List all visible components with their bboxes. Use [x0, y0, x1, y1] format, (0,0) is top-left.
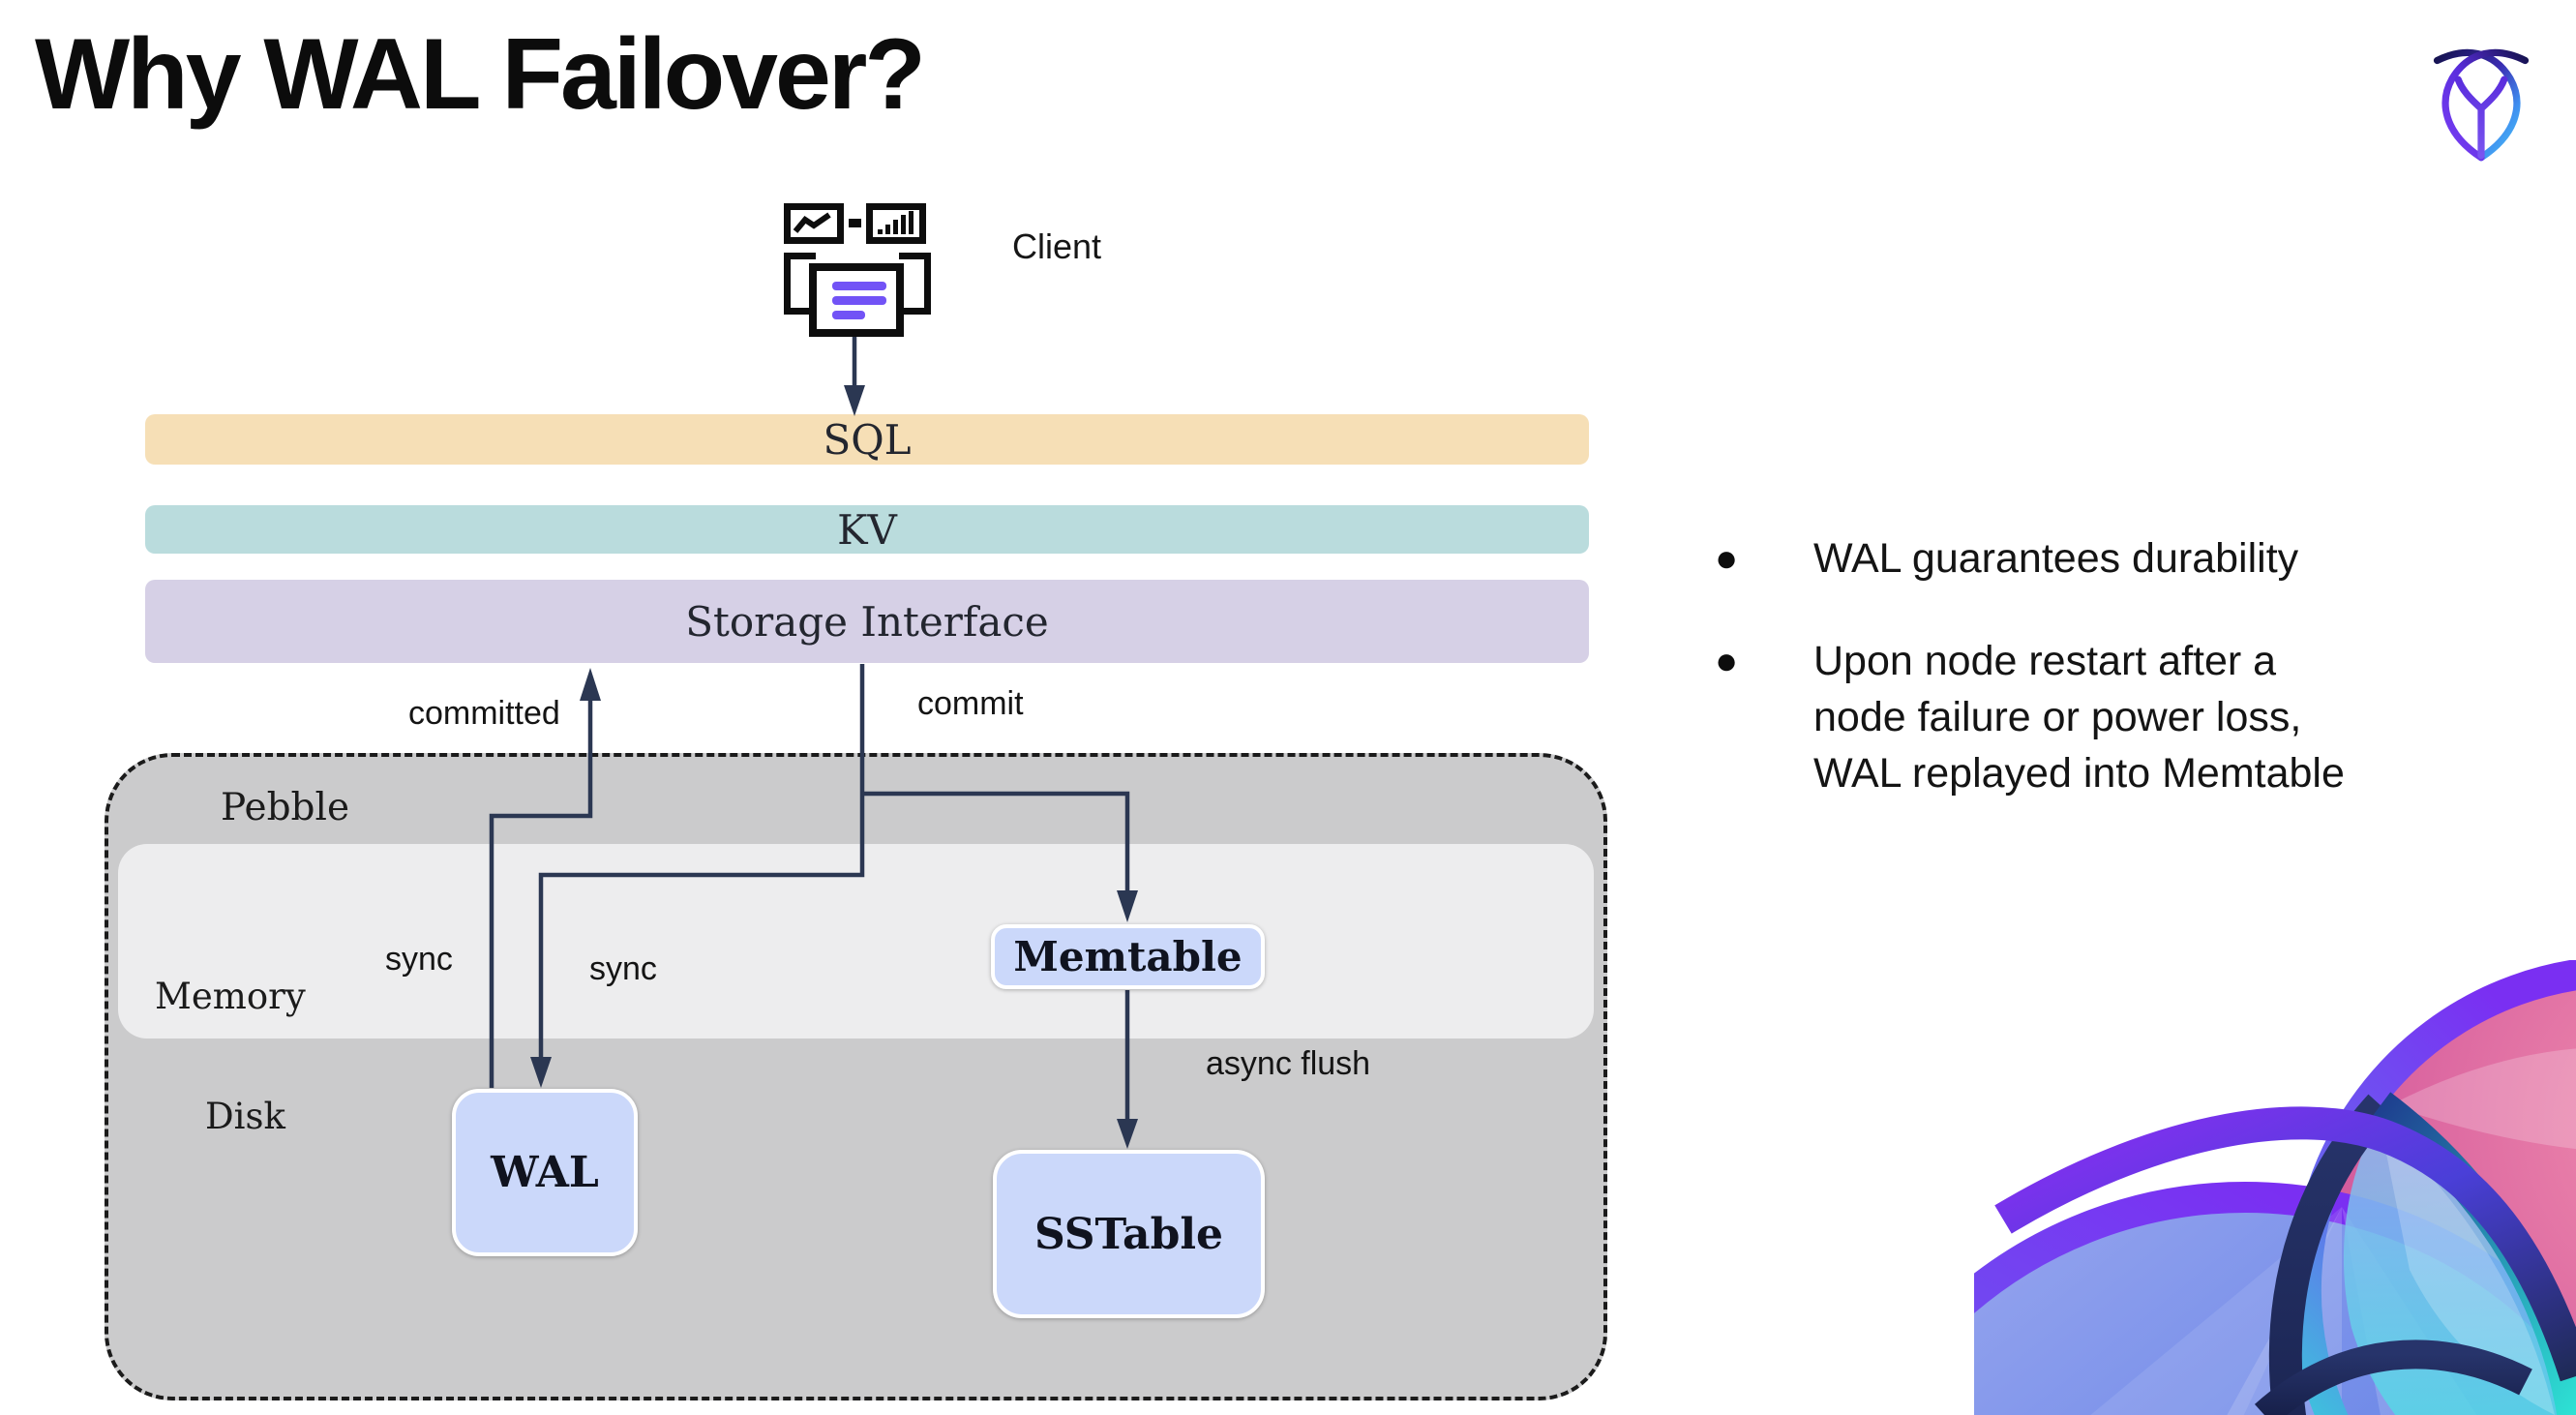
bullet-line: Upon node restart after a [1813, 638, 2277, 684]
node-wal-label: WAL [491, 1148, 599, 1197]
cockroachdb-corner-art [1974, 960, 2576, 1415]
node-wal: WAL [452, 1089, 638, 1256]
bullet-line: node failure or power loss, [1813, 694, 2302, 740]
memory-region [118, 844, 1594, 1039]
layer-storage-label: Storage Interface [685, 597, 1049, 646]
document-icon [809, 263, 904, 337]
bullet-dot: ● [1715, 640, 1739, 682]
dash-connector [849, 219, 861, 227]
layer-sql: SQL [145, 414, 1589, 465]
edge-label-sync-up: sync [385, 941, 453, 978]
bullet-item: ● Upon node restart after a node failure… [1715, 633, 2576, 801]
bullet-dot: ● [1715, 537, 1739, 580]
layer-storage-interface: Storage Interface [145, 580, 1589, 663]
bullet-text: Upon node restart after a node failure o… [1813, 633, 2345, 801]
node-memtable: Memtable [991, 924, 1265, 989]
client-label: Client [1012, 226, 1102, 266]
arrowhead-committed [580, 668, 601, 701]
memory-label: Memory [155, 976, 306, 1017]
bar-chart-icon [866, 203, 926, 244]
bullet-text: WAL guarantees durability [1813, 530, 2298, 587]
bracket-right-icon [899, 253, 931, 315]
node-memtable-label: Memtable [1013, 933, 1243, 980]
arrowhead-client [844, 385, 865, 416]
line-chart-icon [784, 203, 844, 244]
bracket-left-icon [784, 253, 816, 315]
cockroachdb-logo-icon [2433, 48, 2530, 162]
bullet-line: WAL guarantees durability [1813, 535, 2299, 582]
node-sstable: SSTable [993, 1150, 1265, 1318]
edge-label-sync-down: sync [589, 950, 657, 987]
bullet-item: ● WAL guarantees durability [1715, 530, 2576, 587]
bullet-list: ● WAL guarantees durability ● Upon node … [1715, 530, 2576, 848]
edge-label-committed: committed [408, 695, 560, 732]
layer-sql-label: SQL [823, 415, 912, 464]
disk-label: Disk [205, 1096, 285, 1137]
layer-kv: KV [145, 505, 1589, 554]
edge-label-commit: commit [917, 685, 1024, 722]
pebble-label: Pebble [221, 786, 350, 829]
page-title: Why WAL Failover? [35, 18, 926, 131]
node-sstable-label: SSTable [1033, 1209, 1224, 1259]
bullet-line: WAL replayed into Memtable [1813, 750, 2345, 797]
layer-kv-label: KV [837, 505, 897, 554]
edge-label-async-flush: async flush [1206, 1045, 1371, 1082]
